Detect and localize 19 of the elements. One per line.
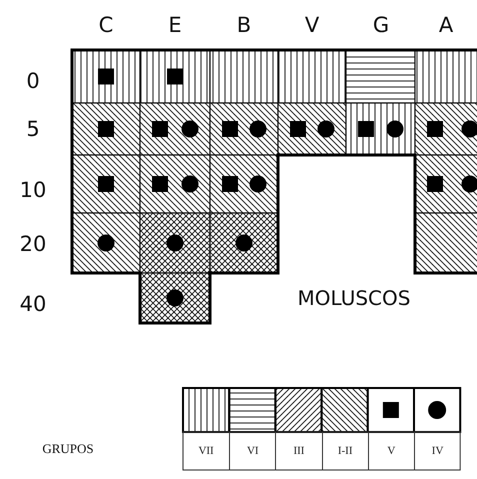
column-label: A [438,13,454,37]
column-label: C [98,13,114,37]
legend-label: V [368,432,414,470]
panel-title: MOLUSCOS [298,286,410,310]
legend-label: IV [414,432,460,470]
legend-label: III [275,432,322,470]
row-label: 5 [26,117,40,141]
legend-label: VI [229,432,276,470]
row-label: 10 [20,178,46,202]
column-label: E [168,13,182,37]
legend-label: VII [197,444,215,459]
column-label: B [236,13,252,37]
column-label: V [304,13,320,37]
legend-label: I-II [322,432,368,470]
row-label: 0 [26,69,40,93]
legend-title: GRUPOS [42,441,94,457]
column-label: G [372,13,390,37]
row-label: 20 [20,232,46,256]
row-label: 40 [20,292,46,316]
